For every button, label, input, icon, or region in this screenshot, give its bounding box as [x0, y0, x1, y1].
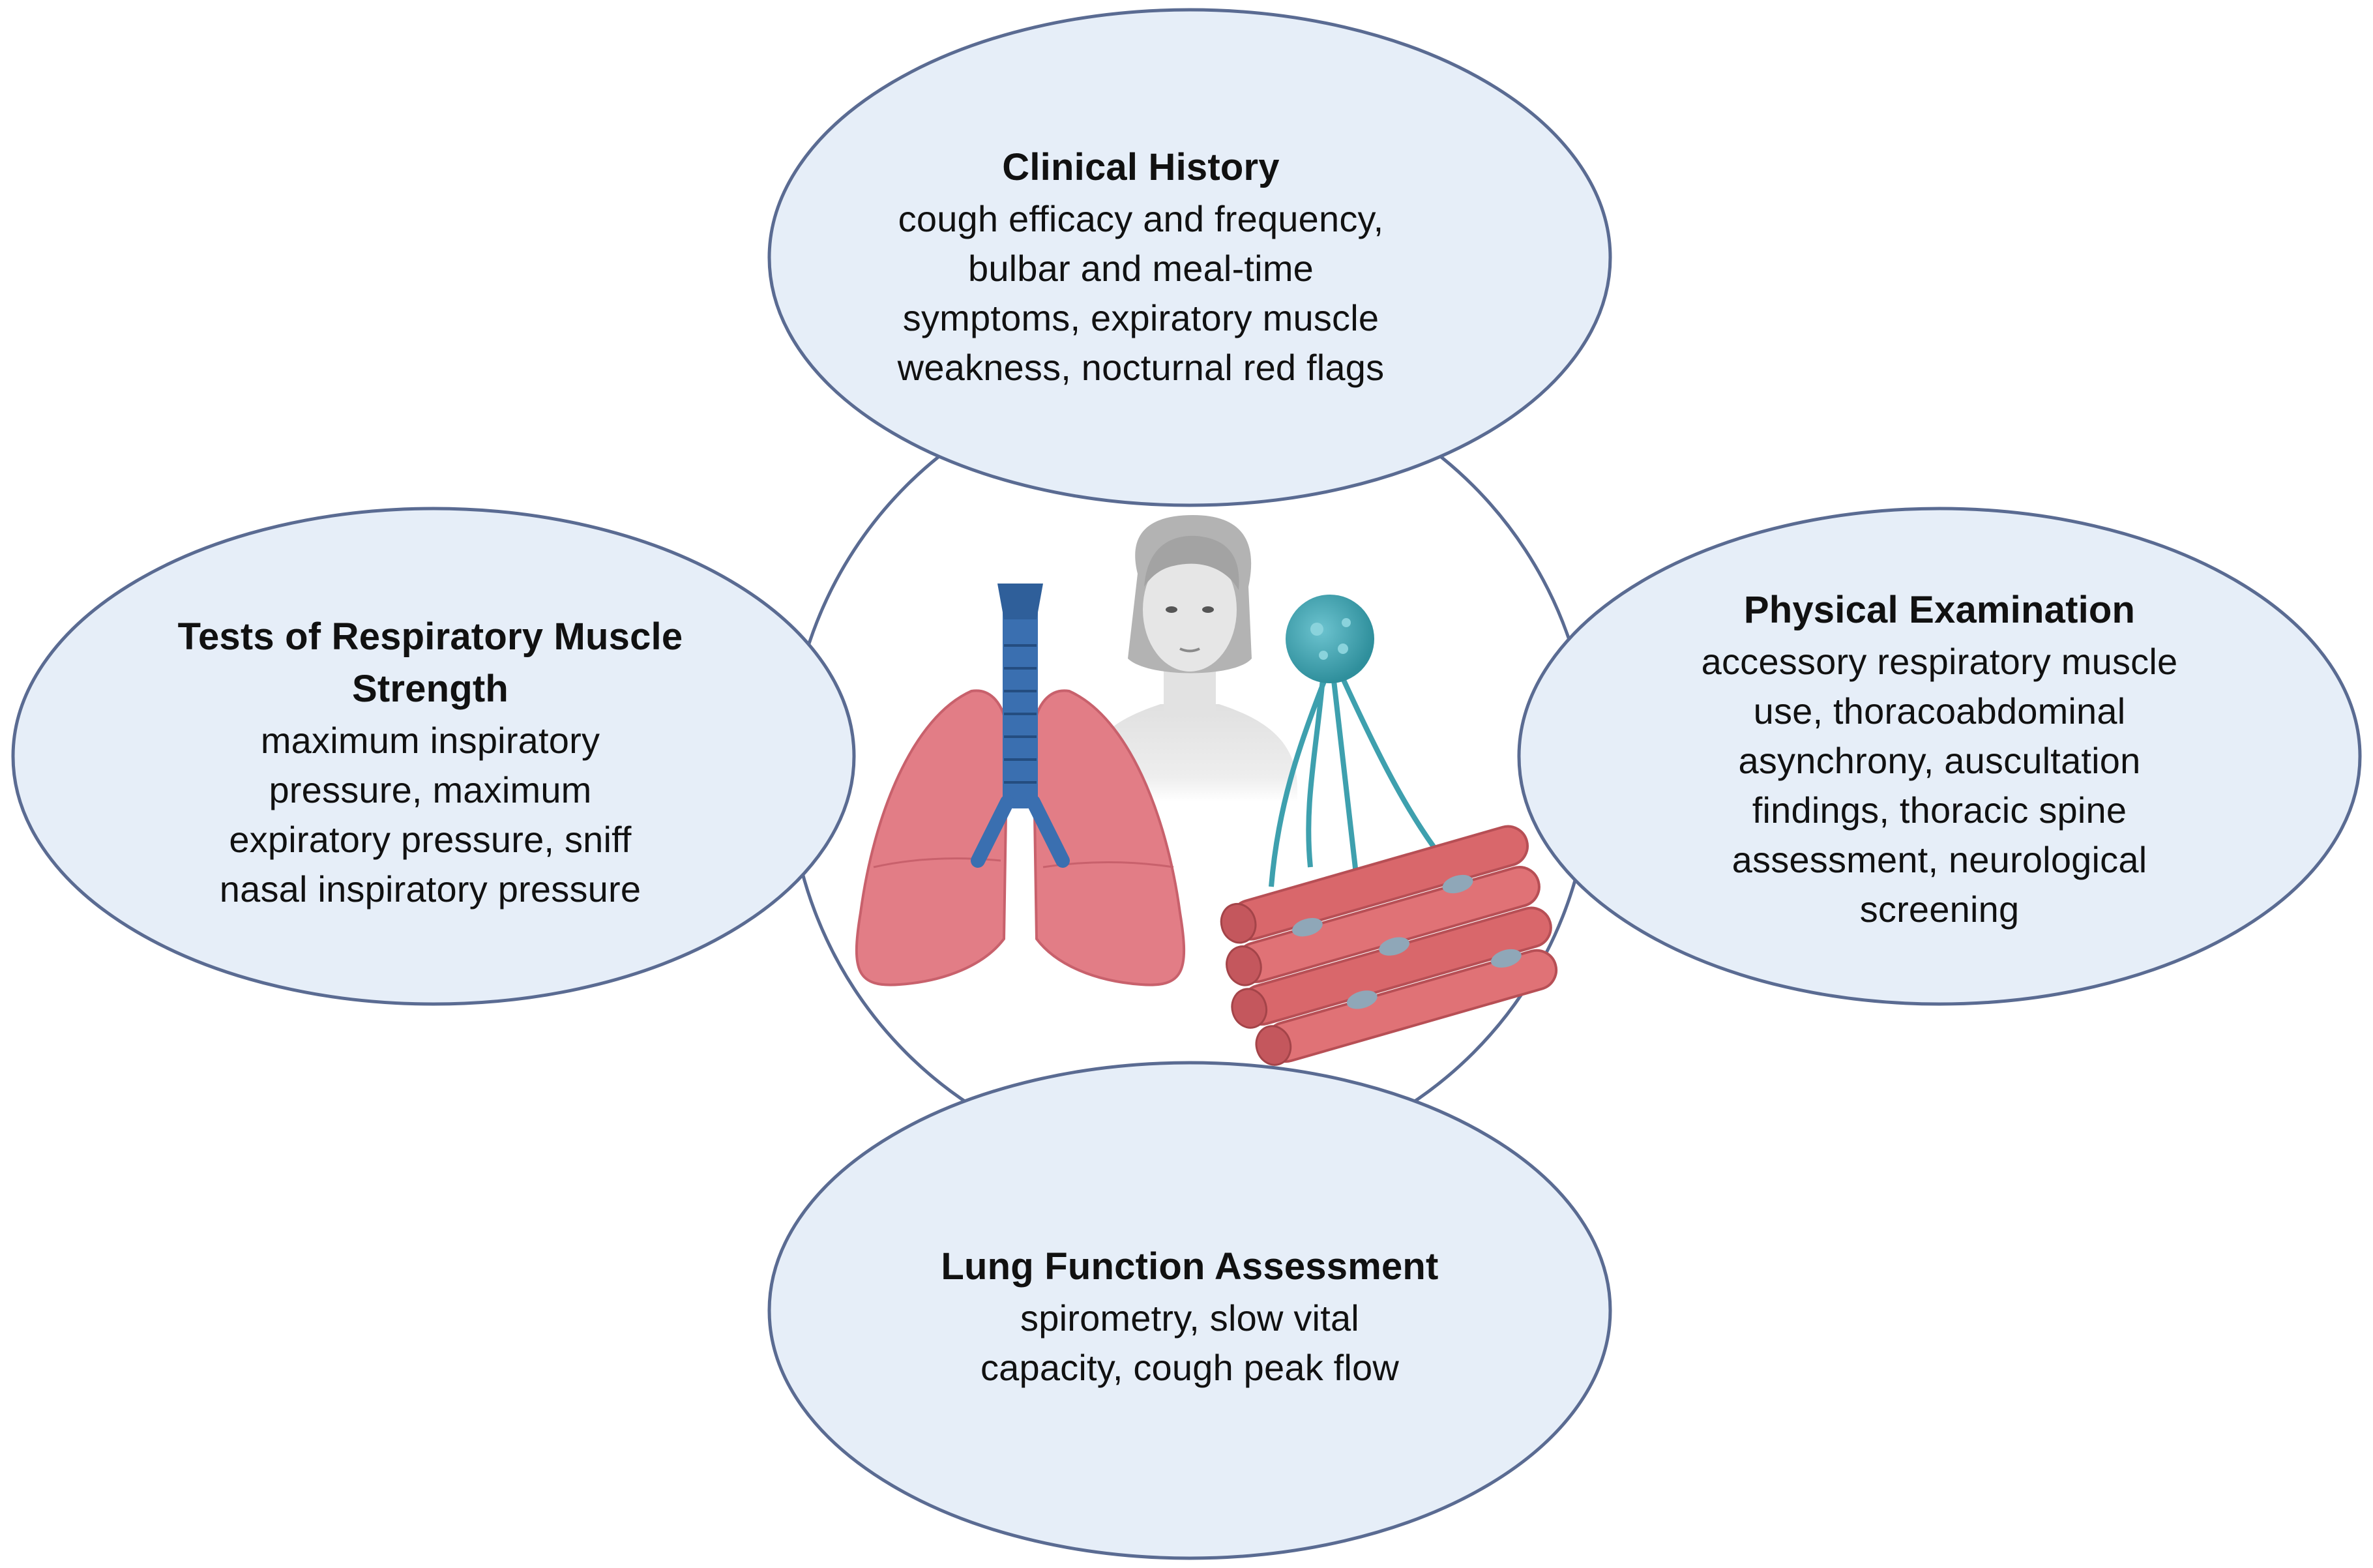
physical-examination-line: accessory respiratory muscle: [1701, 641, 2178, 682]
physical-examination-heading: Physical Examination: [1743, 589, 2136, 631]
muscle-fibers-illustration: [1220, 825, 1558, 1066]
physical-examination-ellipse: [1517, 507, 2362, 1006]
central-illustration: [855, 515, 1558, 1066]
clinical-history-line: cough efficacy and frequency,: [898, 198, 1384, 239]
respiratory-muscle-strength-line: expiratory pressure, sniff: [229, 819, 632, 860]
clinical-history-heading: Clinical History: [1002, 146, 1280, 188]
lung-function-text: Lung Function Assessment spirometry, slo…: [815, 1219, 1565, 1415]
respiratory-muscle-strength-text: Tests of Respiratory Muscle Strength max…: [85, 600, 776, 926]
respiratory-muscle-strength-line: nasal inspiratory pressure: [219, 868, 641, 910]
lung-function-line: capacity, cough peak flow: [980, 1347, 1400, 1388]
motor-neuron-illustration: [1269, 595, 1437, 887]
lung-function-ellipse: [767, 1061, 1612, 1560]
clinical-history-line: weakness, nocturnal red flags: [897, 347, 1385, 388]
respiratory-muscle-strength-heading: Tests of Respiratory Muscle: [177, 615, 683, 658]
respiratory-muscle-strength-ellipse: [11, 507, 856, 1006]
physical-examination-text: Physical Examination accessory respirato…: [1578, 570, 2301, 949]
lungs-trachea-illustration: [855, 584, 1186, 986]
lung-function-line: spirometry, slow vital: [1020, 1297, 1359, 1339]
clinical-history-line: bulbar and meal-time: [967, 248, 1314, 289]
clinical-history-text: Clinical History cough efficacy and freq…: [815, 130, 1467, 404]
clinical-history-line: symptoms, expiratory muscle: [902, 297, 1379, 338]
respiratory-muscle-strength-heading: Strength: [351, 668, 509, 710]
physical-examination-line: use, thoracoabdominal: [1753, 690, 2126, 732]
physical-examination-line: asynchrony, auscultation: [1738, 740, 2141, 781]
respiratory-muscle-strength-line: maximum inspiratory: [260, 720, 600, 761]
lung-function-heading: Lung Function Assessment: [941, 1245, 1439, 1288]
physical-examination-line: screening: [1859, 889, 2020, 930]
physical-examination-line: findings, thoracic spine: [1752, 790, 2127, 831]
clinical-history-ellipse: [767, 8, 1612, 507]
respiratory-muscle-strength-line: pressure, maximum: [269, 769, 592, 810]
physical-examination-line: assessment, neurological: [1732, 839, 2147, 880]
